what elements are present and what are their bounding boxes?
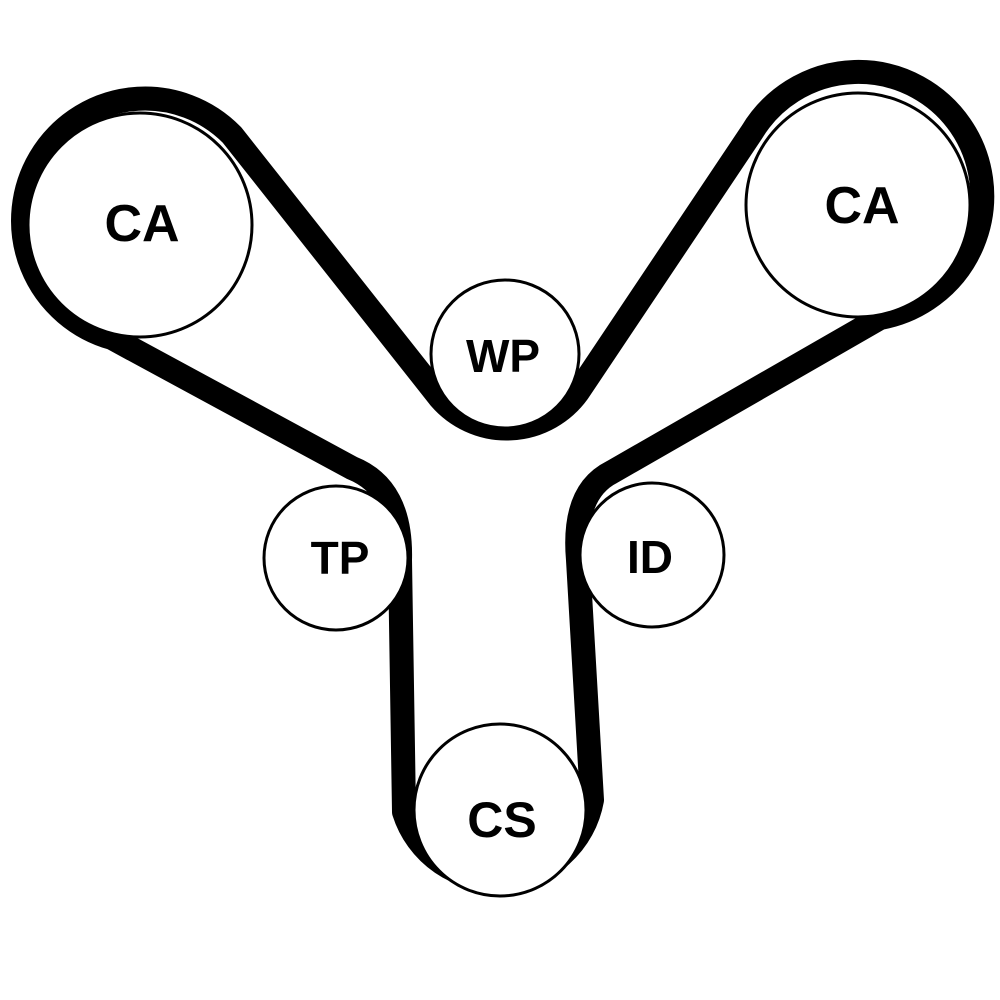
pulley-label: CS	[467, 792, 536, 848]
pulley-tensioner: TP	[262, 484, 410, 632]
pulley-idler: ID	[578, 481, 726, 629]
pulley-cam-left: CA	[26, 111, 254, 339]
pulley-label: ID	[627, 531, 673, 583]
pulley-label: CA	[104, 195, 179, 253]
pulley-water-pump: WP	[429, 278, 581, 430]
pulley-label: TP	[311, 532, 370, 584]
pulley-label: WP	[466, 330, 540, 382]
pulley-cam-right: CA	[744, 91, 972, 319]
timing-belt	[11, 59, 995, 892]
pulley-label: CA	[824, 177, 899, 235]
pulley-crankshaft: CS	[412, 722, 588, 898]
